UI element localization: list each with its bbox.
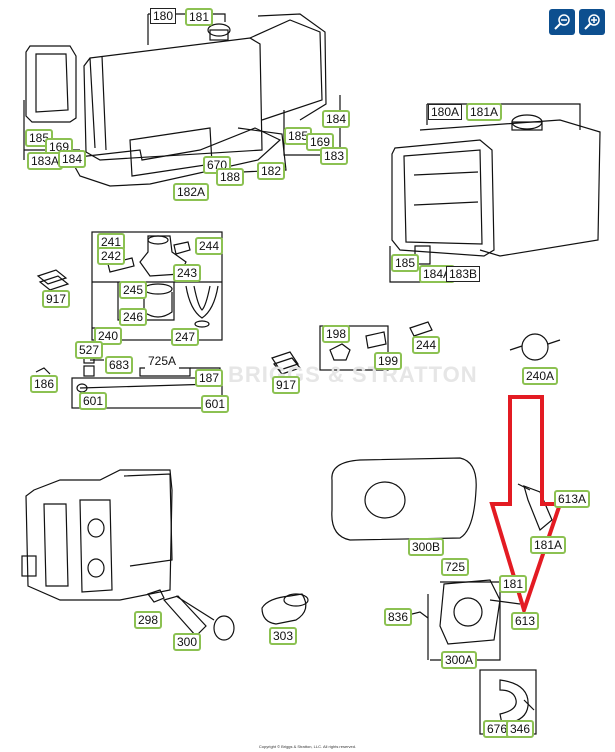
part-label-183B[interactable]: 183B (446, 266, 481, 282)
part-label-244[interactable]: 244 (412, 336, 441, 354)
part-label-244[interactable]: 244 (195, 237, 224, 255)
part-label-199[interactable]: 199 (374, 352, 403, 370)
part-label-527[interactable]: 527 (75, 341, 104, 359)
part-label-836[interactable]: 836 (384, 608, 413, 626)
part-label-725A[interactable]: 725A (145, 353, 180, 369)
part-label-298[interactable]: 298 (134, 611, 163, 629)
zoom-out-icon (554, 14, 570, 30)
part-label-613A[interactable]: 613A (554, 490, 591, 508)
part-label-300[interactable]: 300 (173, 633, 202, 651)
part-label-683[interactable]: 683 (105, 356, 134, 374)
part-label-240[interactable]: 240 (94, 327, 123, 345)
part-label-240A[interactable]: 240A (522, 367, 559, 385)
part-label-917[interactable]: 917 (272, 376, 301, 394)
fuel-tank-alt-illustration (389, 103, 601, 283)
part-label-184[interactable]: 184 (322, 110, 351, 128)
part-label-186[interactable]: 186 (30, 375, 59, 393)
part-label-300A[interactable]: 300A (441, 651, 478, 669)
part-label-243[interactable]: 243 (173, 264, 202, 282)
part-label-346[interactable]: 346 (506, 720, 535, 738)
part-label-181[interactable]: 181 (185, 8, 214, 26)
part-label-184[interactable]: 184 (58, 150, 87, 168)
part-label-188[interactable]: 188 (216, 168, 245, 186)
part-label-613[interactable]: 613 (511, 612, 540, 630)
highlight-arrow (489, 395, 563, 617)
part-label-181[interactable]: 181 (499, 575, 528, 593)
zoom-in-icon (584, 14, 600, 30)
part-label-242[interactable]: 242 (97, 247, 126, 265)
part-label-181A[interactable]: 181A (466, 103, 503, 121)
part-label-183[interactable]: 183 (320, 147, 349, 165)
part-label-183A[interactable]: 183A (27, 152, 64, 170)
part-label-725[interactable]: 725 (441, 558, 470, 576)
zoom-in-button[interactable] (579, 9, 605, 35)
part-label-180A[interactable]: 180A (428, 104, 463, 120)
engine-block-illustration (21, 469, 173, 601)
part-label-247[interactable]: 247 (171, 328, 200, 346)
muffler-parts-illustration (147, 457, 553, 735)
part-label-245[interactable]: 245 (119, 281, 148, 299)
part-label-300B[interactable]: 300B (408, 538, 445, 556)
part-label-917[interactable]: 917 (42, 290, 71, 308)
copyright-notice: Copyright © Briggs & Stratton, LLC. All … (258, 744, 357, 749)
part-label-185[interactable]: 185 (391, 254, 420, 272)
part-label-182A[interactable]: 182A (173, 183, 210, 201)
part-label-181A[interactable]: 181A (530, 536, 567, 554)
part-label-601[interactable]: 601 (201, 395, 230, 413)
brand-watermark: BRIGGS & STRATTON (228, 362, 478, 387)
part-label-180[interactable]: 180 (150, 8, 177, 24)
part-label-246[interactable]: 246 (119, 308, 148, 326)
part-label-198[interactable]: 198 (322, 325, 351, 343)
part-label-303[interactable]: 303 (269, 627, 298, 645)
part-label-182[interactable]: 182 (257, 162, 286, 180)
part-label-241[interactable]: 241 (97, 233, 126, 251)
part-label-601[interactable]: 601 (79, 392, 108, 410)
fittings-illustration (271, 321, 561, 375)
zoom-out-button[interactable] (549, 9, 575, 35)
carburetor-kit-illustration (35, 231, 223, 409)
part-label-187[interactable]: 187 (195, 369, 224, 387)
